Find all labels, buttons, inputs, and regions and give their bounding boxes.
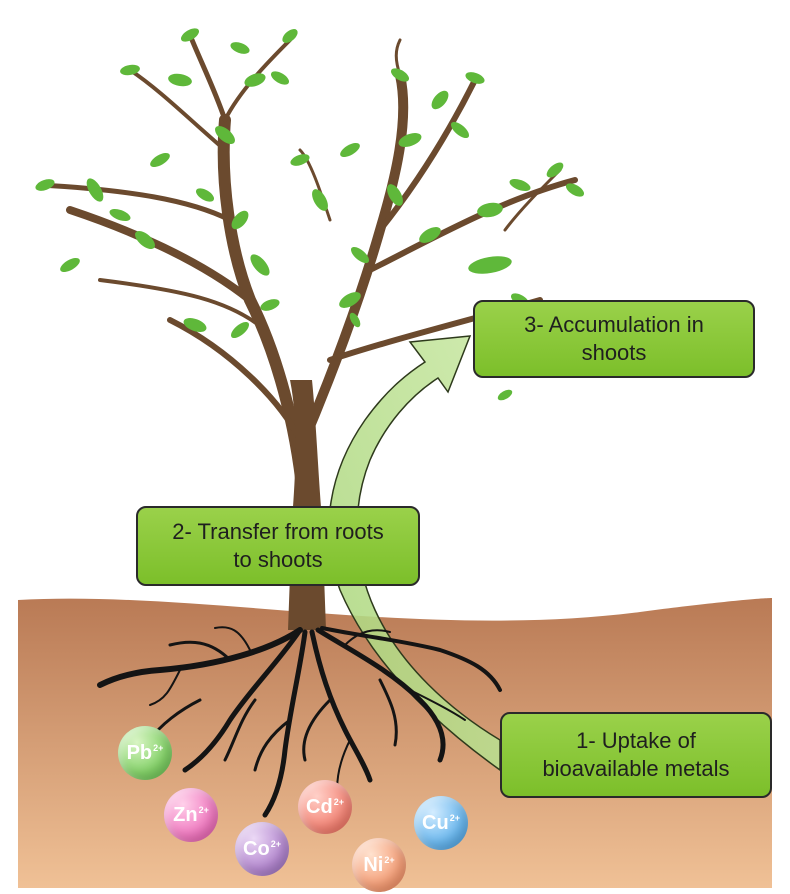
step-2-line1: 2- Transfer from roots — [172, 519, 384, 544]
ion-charge: 2+ — [270, 839, 281, 849]
tree-branches — [37, 32, 578, 526]
ion-charge: 2+ — [198, 805, 209, 815]
step-2-transfer-label: 2- Transfer from roots to shoots — [136, 506, 420, 586]
tree-leaves — [35, 28, 585, 401]
step-2-line2: to shoots — [233, 547, 323, 572]
ion-symbol: Co — [243, 837, 270, 860]
step-3-line1: 3- Accumulation in — [524, 312, 704, 337]
ion-symbol: Pb — [126, 741, 153, 764]
step-3-line2: shoots — [581, 340, 647, 365]
step-3-accumulation-label: 3- Accumulation in shoots — [473, 300, 755, 378]
ion-charge: 2+ — [384, 855, 395, 865]
ion-charge: 2+ — [153, 743, 164, 753]
translocation-arrow — [328, 335, 501, 772]
step-1-uptake-label: 1- Uptake of bioavailable metals — [500, 712, 772, 798]
ion-symbol: Cu — [422, 811, 449, 834]
ion-symbol: Cd — [306, 795, 333, 818]
step-1-line2: bioavailable metals — [542, 756, 730, 781]
ion-symbol: Ni — [363, 853, 384, 876]
ion-symbol: Zn — [173, 803, 198, 826]
step-1-line1: 1- Uptake of — [576, 728, 696, 753]
ion-charge: 2+ — [333, 797, 344, 807]
ion-charge: 2+ — [449, 813, 460, 823]
